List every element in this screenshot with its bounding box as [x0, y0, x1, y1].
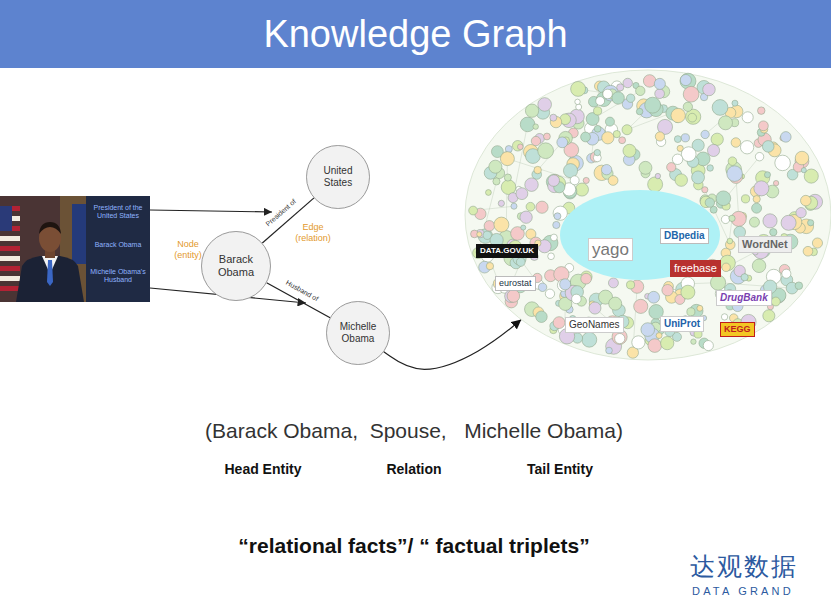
dataset-logo: yago — [588, 238, 633, 261]
entity-node: Michelle Obama — [326, 301, 390, 365]
brand-logo-text: 达观数据 — [690, 551, 798, 581]
brand-logo-text: DATA GRAND — [692, 585, 794, 598]
entity-name: Barack Obama — [209, 253, 263, 279]
pointer-line — [150, 210, 272, 212]
dataset-logo: DBpedia — [660, 228, 709, 244]
photo-box: President of the United StatesBarack Oba… — [0, 196, 150, 302]
title-bar: Knowledge Graph — [0, 0, 831, 68]
triplet-text: “relational facts”/ “ factual triplets” — [238, 533, 589, 558]
triplet-text: Head Entity — [224, 461, 301, 478]
entity-name: Michelle Obama — [334, 321, 382, 345]
caption-text: President of the United States — [88, 204, 148, 220]
dataset-logo: DrugBank — [716, 290, 772, 306]
relation-edge — [384, 320, 522, 370]
dataset-bubbles — [469, 73, 823, 358]
core-region — [560, 190, 720, 280]
entity-name: United States — [314, 165, 362, 189]
dataset-logo: KEGG — [720, 322, 755, 337]
dataset-logo: freebase — [670, 260, 721, 277]
triplet-text: (Barack Obama, Spouse, Michelle Obama) — [205, 418, 623, 443]
annotation-label: Edge (relation) — [288, 222, 338, 244]
annotation-label: Node (entity) — [166, 239, 210, 261]
edge-label: President of — [264, 197, 299, 229]
dataset-logo: GeoNames — [565, 317, 624, 333]
dataset-logo: eurostat — [495, 276, 536, 291]
entity-node: United States — [306, 145, 370, 209]
title-text: Knowledge Graph — [0, 0, 831, 68]
portrait-illustration — [0, 196, 150, 302]
edge-label: Husband of — [284, 278, 321, 303]
caption-text: Barack Obama — [88, 241, 148, 249]
cloud-illustration — [465, 70, 831, 360]
dataset-logo: UniProt — [660, 316, 704, 332]
entity-node: Barack Obama — [201, 231, 271, 301]
caption-text: Michelle Obama's Husband — [88, 268, 148, 284]
triplet-text: Relation — [386, 461, 441, 478]
triplet-text: Tail Entity — [527, 461, 593, 478]
dataset-logo: DATA.GOV.UK — [476, 244, 538, 258]
linked-data-cloud: DBpedia yago freebase WordNet DATA.GOV.UK eur… — [465, 70, 831, 360]
dataset-logo: WordNet — [738, 236, 792, 253]
